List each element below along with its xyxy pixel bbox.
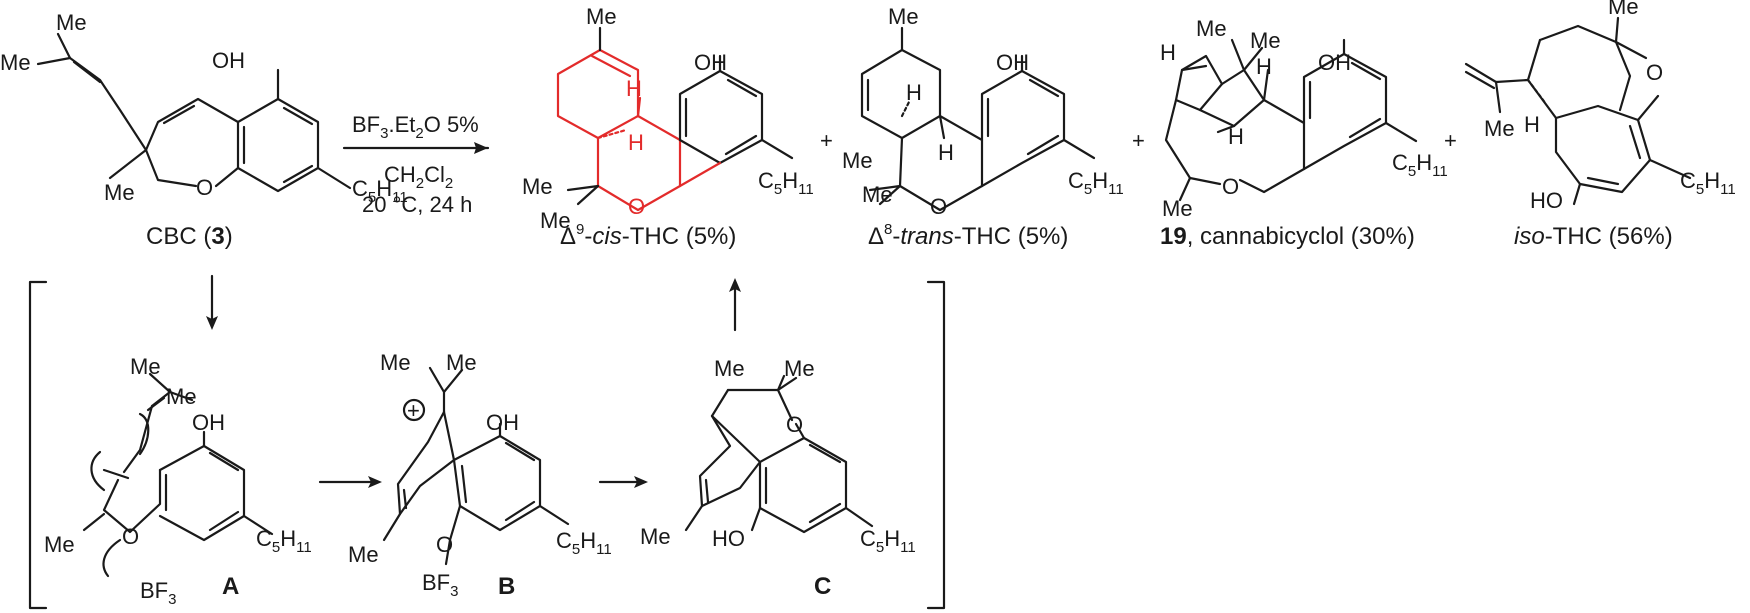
a-me-top: Me — [130, 354, 161, 379]
cis-thc-caption: Δ9-cis-THC (5%) — [560, 221, 736, 250]
b-bf3: BF3 — [422, 570, 458, 600]
iso-me-top: Me — [1608, 0, 1639, 19]
bracket-left — [28, 280, 48, 610]
cannabicyclol-caption: 19, cannabicyclol (30%) — [1160, 223, 1415, 250]
iso-pentyl: C5H11 — [1680, 168, 1736, 198]
a-bf3: BF3 — [140, 578, 176, 608]
label-a: A — [222, 573, 239, 600]
label-b: B — [498, 573, 515, 600]
a-o: O — [122, 524, 139, 549]
arrow-a-b-head — [368, 476, 382, 488]
trans-me-top: Me — [888, 4, 919, 29]
cis-me-top: Me — [586, 4, 617, 29]
iso-h: H — [1524, 112, 1540, 137]
b-cation-sign: + — [407, 398, 420, 423]
cis-me-left: Me — [522, 174, 553, 199]
arrow-b-c-head — [634, 476, 648, 488]
arrow-up-head — [729, 278, 741, 292]
cis-h-top: H — [626, 76, 642, 101]
trans-pentyl: C5H11 — [1068, 168, 1124, 198]
intermediate-b-structure: + Me Me OH Me O BF3 C5H11 — [348, 350, 612, 600]
b-me-right: Me — [446, 350, 477, 375]
cannabicyclol-structure: H Me Me H H OH O Me C5H11 — [1160, 16, 1448, 221]
cis-h-bottom: H — [628, 130, 644, 155]
c-me-left: Me — [714, 356, 745, 381]
cyclol-me-top: Me — [1196, 16, 1227, 41]
trans-o: O — [930, 194, 947, 219]
cis-pentyl: C5H11 — [758, 168, 814, 198]
iso-thc-caption: iso-THC (56%) — [1514, 223, 1673, 250]
cbc-me-top: Me — [56, 10, 87, 35]
cbc-pentyl: C5H11 — [352, 176, 408, 206]
cyclol-h-left: H — [1160, 40, 1176, 65]
bracket-right — [926, 280, 946, 610]
reagent-bf3: BF3.Et2O 5% — [352, 112, 479, 142]
a-oh: OH — [192, 410, 225, 435]
trans-h-top: H — [906, 80, 922, 105]
reagent-temperature: 20 °C, 24 h — [362, 192, 472, 217]
cbc-me-left: Me — [0, 50, 31, 75]
cyclol-o: O — [1222, 174, 1239, 199]
a-me-right: Me — [166, 384, 197, 409]
intermediate-a-structure: Me Me OH O Me C5H11 BF3 — [44, 354, 312, 608]
cyclol-me-bottom: Me — [1162, 196, 1193, 221]
cis-oh: OH — [694, 50, 727, 75]
intermediate-c-structure: Me Me O Me HO C5H11 — [640, 356, 916, 556]
cbc-o: O — [196, 175, 213, 200]
trans-oh: OH — [996, 50, 1029, 75]
c-me-right: Me — [784, 356, 815, 381]
iso-thc-structure: Me O Me H HO C5H11 — [1464, 0, 1736, 213]
iso-ho: HO — [1530, 188, 1563, 213]
cyclol-h-bottom: H — [1228, 124, 1244, 149]
trans-me-left: Me — [842, 148, 873, 173]
a-me-bottom: Me — [44, 532, 75, 557]
b-me-bottom: Me — [348, 542, 379, 567]
iso-o: O — [1646, 60, 1663, 85]
reagent-solvent: CH2Cl2 — [384, 162, 453, 192]
cyclol-pentyl: C5H11 — [1392, 150, 1448, 180]
cbc-structure: Me Me OH O Me C5H11 — [0, 10, 408, 206]
c-o: O — [786, 412, 803, 437]
b-o: O — [436, 532, 453, 557]
b-oh: OH — [486, 410, 519, 435]
c-pentyl: C5H11 — [860, 526, 916, 556]
trans-thc-caption: Δ8-trans-THC (5%) — [868, 221, 1068, 250]
cyclol-me-right: Me — [1250, 28, 1281, 53]
cis-o: O — [628, 194, 645, 219]
trans-me-bottom: Me — [862, 182, 893, 207]
arrow-down-head — [206, 316, 218, 330]
iso-me-left: Me — [1484, 116, 1515, 141]
trans-h-bottom: H — [938, 140, 954, 165]
cyclol-oh: OH — [1318, 50, 1351, 75]
reaction-arrowhead — [474, 142, 488, 154]
cyclol-h-top: H — [1256, 54, 1272, 79]
cis-me-bottom: Me — [540, 208, 571, 233]
plus-sign-1: + — [820, 128, 833, 153]
cbc-me-bottom: Me — [104, 180, 135, 205]
delta9-cis-thc-structure: Me OH O H H Me Me C5H11 — [522, 4, 814, 233]
cbc-caption: CBC (3) — [146, 223, 233, 250]
b-me-left: Me — [380, 350, 411, 375]
cbc-oh: OH — [212, 48, 245, 73]
c-me-bottom: Me — [640, 524, 671, 549]
label-c: C — [814, 573, 831, 600]
delta8-trans-thc-structure: Me OH O H H Me Me C5H11 — [842, 4, 1124, 219]
plus-sign-2: + — [1132, 128, 1145, 153]
b-pentyl: C5H11 — [556, 528, 612, 558]
c-ho: HO — [712, 526, 745, 551]
plus-sign-3: + — [1444, 128, 1457, 153]
a-pentyl: C5H11 — [256, 526, 312, 556]
